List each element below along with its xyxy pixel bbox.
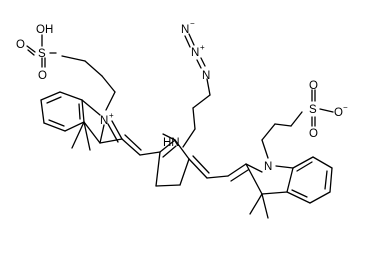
atom-label-o: O <box>309 128 318 140</box>
left-indolium <box>26 34 123 151</box>
bond <box>159 139 176 153</box>
bond <box>26 45 36 53</box>
bond <box>312 156 333 169</box>
bond <box>83 121 101 144</box>
bond <box>71 121 85 149</box>
bond <box>162 133 176 141</box>
bond <box>40 99 45 124</box>
bond <box>324 170 328 190</box>
bond <box>105 91 116 111</box>
bond <box>261 139 269 159</box>
bond <box>64 121 85 132</box>
cyclopentene-bridge <box>121 33 249 187</box>
bond <box>245 163 263 173</box>
bond <box>274 123 292 127</box>
bond <box>179 158 190 186</box>
atom-label-oh: OH <box>36 24 53 36</box>
right-indoline <box>245 89 334 219</box>
bond <box>124 134 142 151</box>
bond <box>275 165 294 169</box>
bond <box>192 94 211 109</box>
charge-plus: + <box>200 43 205 52</box>
charge-minus: − <box>343 103 348 112</box>
bond <box>192 107 196 130</box>
bond <box>227 163 247 177</box>
charge-minus: − <box>190 19 195 28</box>
bond <box>61 55 86 62</box>
atom-label-n: N <box>191 47 199 59</box>
atom-label-o: O <box>334 107 343 119</box>
bond <box>107 123 119 143</box>
atom-label-s: S <box>38 48 46 60</box>
bond <box>192 155 210 174</box>
bond <box>101 75 116 93</box>
atom-label-n: N <box>100 115 108 127</box>
bond <box>139 151 161 156</box>
bond <box>162 145 177 158</box>
bond <box>291 189 308 198</box>
bond <box>84 60 103 77</box>
bond <box>206 175 229 179</box>
atom-label-o: O <box>16 39 25 51</box>
bond <box>48 119 65 127</box>
atom-label-o: O <box>38 70 47 82</box>
bond <box>59 91 83 101</box>
bond <box>319 108 334 113</box>
bond <box>261 191 288 195</box>
bond <box>261 193 269 219</box>
bond <box>290 111 303 127</box>
atom-labels: OH S O O N + N − N + N HN N S O O O − <box>16 19 348 173</box>
bond <box>286 167 294 193</box>
bond <box>292 156 314 169</box>
bond <box>196 59 202 69</box>
bond <box>43 122 66 132</box>
bond <box>99 124 105 144</box>
bond <box>40 91 61 101</box>
bond <box>188 33 195 46</box>
bond <box>46 96 62 104</box>
atom-label-hn: HN <box>163 137 180 149</box>
bond <box>81 99 101 116</box>
bond <box>309 191 331 204</box>
bond <box>155 184 181 187</box>
bond <box>188 158 208 179</box>
bond <box>261 123 276 141</box>
bond <box>111 120 123 140</box>
bond <box>174 139 190 160</box>
atom-label-n: N <box>202 70 210 82</box>
bond <box>78 103 81 120</box>
charge-plus: + <box>109 111 114 120</box>
atom-label-o: O <box>309 80 318 92</box>
bond <box>200 57 206 67</box>
atom-label-s: S <box>309 104 317 116</box>
bond <box>296 161 313 172</box>
bond <box>121 138 141 156</box>
bond <box>206 78 211 96</box>
bond <box>99 138 123 144</box>
bond <box>245 163 263 195</box>
bond <box>329 167 333 193</box>
atom-label-n: N <box>264 161 272 173</box>
bond <box>184 35 191 48</box>
bond <box>27 49 35 56</box>
bond <box>155 151 161 187</box>
bond <box>230 169 249 182</box>
bond <box>286 191 311 204</box>
bond <box>83 121 91 151</box>
bond <box>81 99 85 123</box>
bond <box>249 193 263 215</box>
atom-label-n: N <box>181 24 189 36</box>
bond <box>182 128 196 148</box>
